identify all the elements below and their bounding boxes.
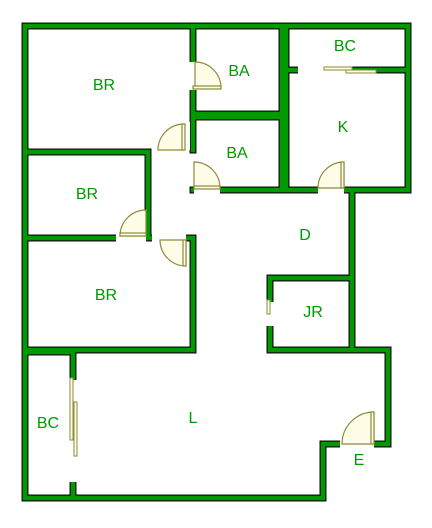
room-label-bc-top: BC <box>334 38 356 55</box>
room-label-br-mid: BR <box>76 186 98 203</box>
room-label-k: K <box>338 119 349 136</box>
door-swing-ba-mid <box>193 161 221 189</box>
door-leaf-br-mid <box>119 232 147 237</box>
doors <box>119 61 375 445</box>
door-leaf-entry <box>370 411 375 445</box>
room-label-l: L <box>189 410 198 427</box>
door-swing-br-low <box>159 239 187 267</box>
room-labels: BR BA BC BA K BR D BR JR BC L E <box>37 38 364 469</box>
slider-bc-low-b <box>73 401 78 457</box>
door-swing-entry <box>341 411 375 445</box>
door-swing-ba-top <box>194 61 222 89</box>
room-label-jr: JR <box>303 304 323 321</box>
door-leaf-br-top <box>181 123 186 151</box>
slider-bc-low-a <box>69 377 74 441</box>
room-label-ba-top: BA <box>228 63 250 80</box>
door-leaf-br-low <box>182 239 187 267</box>
room-label-br-top: BR <box>93 77 115 94</box>
slider-bc-top-b <box>345 69 377 74</box>
room-label-d: D <box>299 227 311 244</box>
door-swing-br-mid <box>119 209 147 237</box>
door-leaf-kitchen <box>340 161 345 189</box>
room-label-bc-low: BC <box>37 415 59 432</box>
room-label-e: E <box>354 452 365 469</box>
door-openings <box>69 62 374 482</box>
slider-bc-top-a <box>323 66 353 71</box>
room-label-ba-mid: BA <box>226 145 248 162</box>
door-swing-kitchen <box>317 161 345 189</box>
door-swing-br-top <box>157 123 185 151</box>
door-leaf-ba-mid <box>193 185 221 190</box>
slider-jr-a <box>266 299 271 315</box>
door-leaf-ba-top <box>192 85 222 90</box>
sliding-doors <box>69 66 377 457</box>
room-label-br-low: BR <box>95 287 117 304</box>
